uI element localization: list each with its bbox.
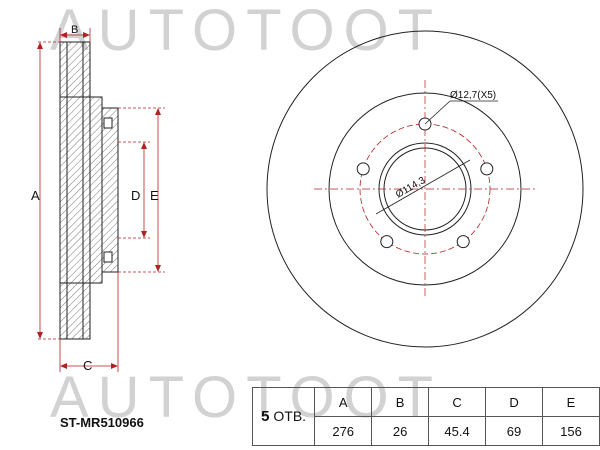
value-d: 69: [485, 416, 543, 446]
spec-value-row: 276 26 45.4 69 156: [253, 416, 600, 446]
header-d: D: [485, 387, 543, 417]
dimension-label-a: A: [31, 188, 40, 203]
bolt-hole: [456, 235, 470, 249]
value-a: 276: [314, 416, 373, 446]
hub-hat: [101, 107, 119, 273]
bolt-hole-label: Ø12,7(X5): [450, 90, 496, 101]
bolt-count-cell: 5 ОТВ.: [251, 387, 316, 446]
value-c: 45.4: [428, 416, 487, 446]
bolt-hole: [480, 162, 494, 176]
dimension-lines: [38, 28, 165, 372]
dimension-label-c: C: [83, 358, 92, 373]
bolt-holes: [356, 117, 494, 249]
value-e: 156: [541, 416, 600, 446]
dimension-label-b: B: [71, 24, 78, 36]
bolt-count-unit: ОТВ.: [273, 408, 307, 424]
header-c: C: [428, 387, 487, 417]
outer-friction-ring: [59, 41, 91, 340]
bolt-hole: [380, 235, 394, 249]
value-b: 26: [371, 416, 430, 446]
dimension-arrows: [37, 32, 161, 369]
dimension-label-e: E: [150, 188, 159, 203]
spec-table: 5 ОТВ. A B C D E 276 26 45.4 69 156: [251, 387, 600, 446]
dimension-label-d: D: [131, 188, 140, 203]
center-lines: [314, 80, 536, 298]
disc-cross-section: [59, 41, 119, 340]
header-b: B: [371, 387, 430, 417]
part-number: ST-MR510966: [60, 415, 144, 430]
hub-flange: [89, 96, 103, 284]
header-e: E: [541, 387, 600, 417]
leaders: [375, 100, 498, 215]
watermark-top: AUTOTOOT: [50, 0, 443, 63]
header-a: A: [314, 387, 373, 417]
cross-section-lines: [60, 42, 113, 339]
bolt-count: 5: [261, 408, 270, 425]
disc-outer-edge: [266, 30, 584, 348]
pcd-label: Ø114,3: [394, 175, 428, 201]
spec-header-row: 5 ОТВ. A B C D E: [251, 387, 600, 446]
bolt-hole: [356, 162, 370, 176]
